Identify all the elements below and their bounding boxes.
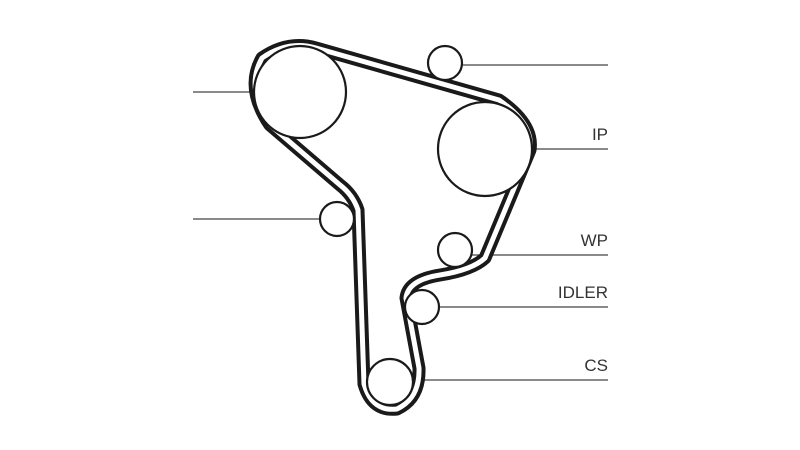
crankshaft-pulley <box>365 357 415 407</box>
label-wp: WP <box>581 231 608 250</box>
tensioner-pulley <box>318 200 356 238</box>
top-idler-pulley <box>426 44 464 82</box>
idler-pulley <box>403 288 441 326</box>
label-ip: IP <box>592 125 608 144</box>
camshaft-pulley <box>252 44 348 140</box>
label-cs: CS <box>584 356 608 375</box>
water-pump-pulley <box>436 231 474 269</box>
label-idler: IDLER <box>558 283 608 302</box>
injection-pump-pulley <box>436 100 534 198</box>
